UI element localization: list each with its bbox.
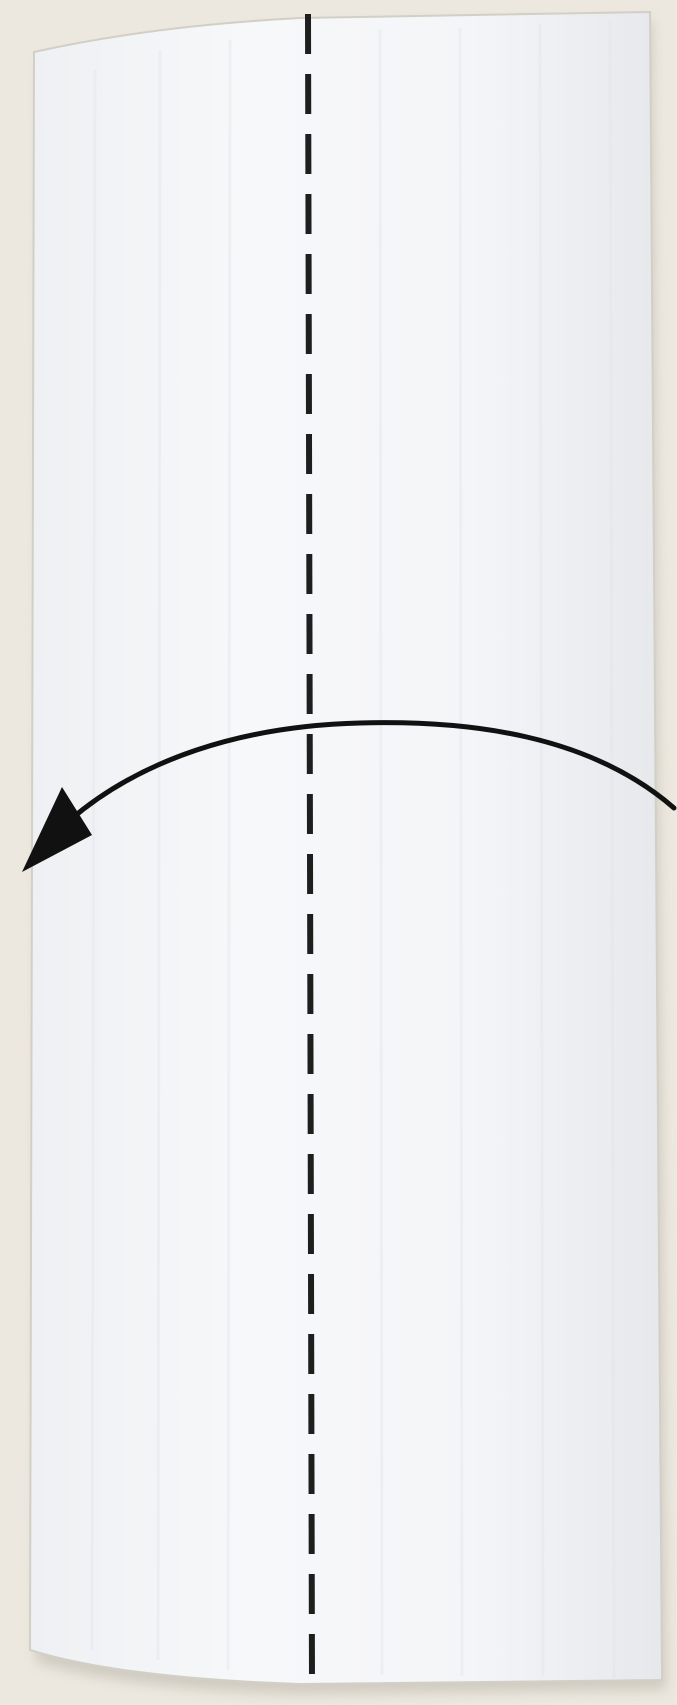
paper-sheet xyxy=(30,12,662,1684)
